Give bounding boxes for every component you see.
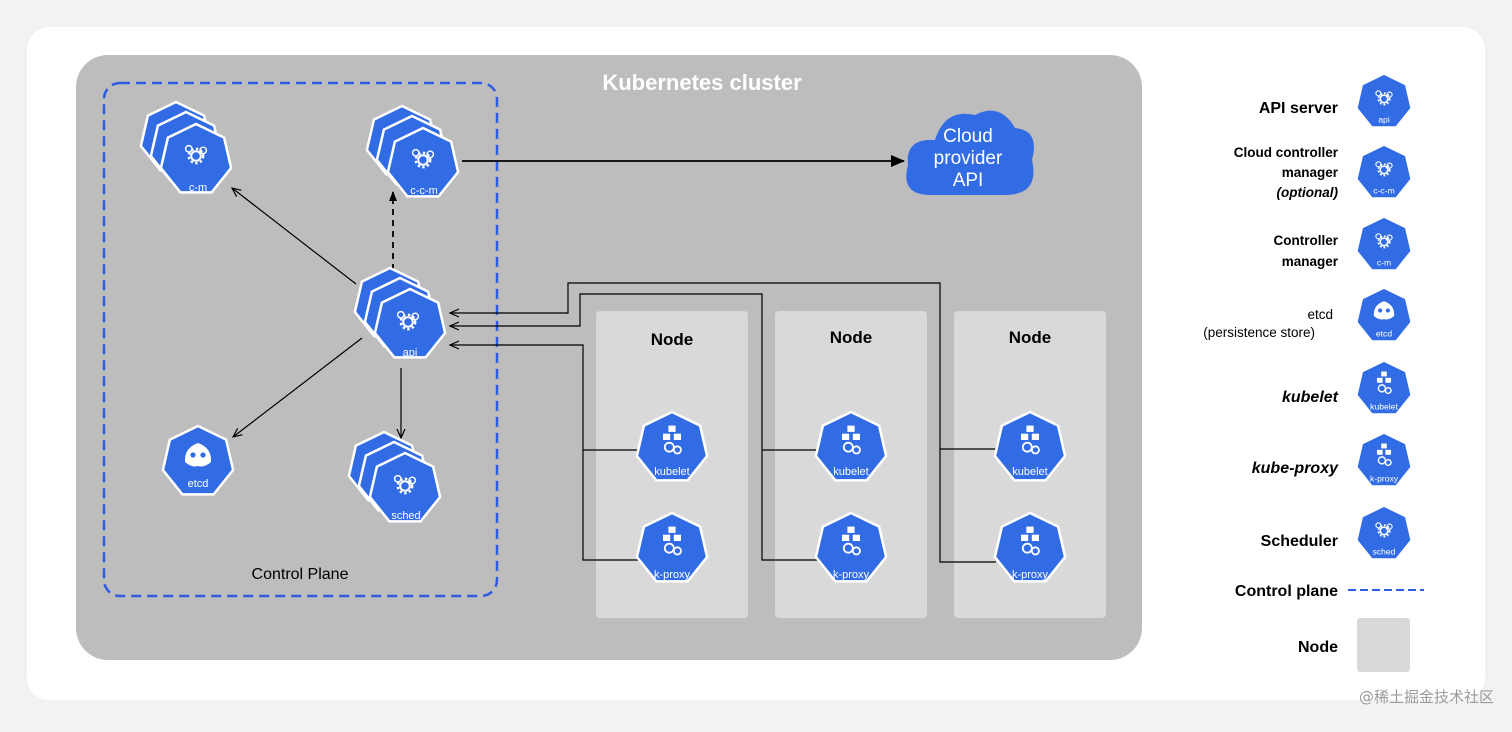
node-1-kproxy-label: k-proxy [654, 569, 691, 581]
controller-manager-icon: c-m [139, 100, 233, 194]
legend-sched-icon: sched [1355, 504, 1413, 561]
legend: API server api Cloud controller manager … [1203, 72, 1424, 672]
node-2-kubelet-label: kubelet [833, 466, 868, 478]
legend-kubelet: kubelet [1282, 389, 1339, 406]
etcd-label: etcd [188, 478, 209, 490]
legend-etcd-line1: etcd [1307, 307, 1333, 322]
node-3-kproxy-icon: k-proxy [993, 511, 1067, 583]
cloud-controller-manager-icon: c-c-m [365, 104, 460, 198]
control-plane-label: Control Plane [252, 566, 349, 583]
legend-ccm-icon: c-c-m [1355, 143, 1413, 200]
node-title-3: Node [1009, 328, 1052, 347]
legend-etcd-icon: etcd [1355, 286, 1413, 343]
node-2-kproxy-icon: k-proxy [814, 511, 888, 583]
node-1-kubelet-label: kubelet [654, 466, 689, 478]
legend-node-swatch [1357, 618, 1410, 672]
legend-cm-icon-label: c-m [1377, 257, 1391, 267]
ccm-label: c-c-m [410, 185, 438, 197]
legend-control-plane: Control plane [1235, 583, 1338, 600]
legend-ccm-line3: (optional) [1277, 185, 1339, 200]
node-2-kubelet-icon: kubelet [814, 410, 888, 482]
node-title-2: Node [830, 328, 873, 347]
cloud-line-2: provider [934, 148, 1003, 169]
watermark: @稀土掘金技术社区 [1358, 688, 1494, 706]
legend-sched-icon-label: sched [1373, 546, 1396, 556]
node-3-kproxy-label: k-proxy [1012, 569, 1049, 581]
control-plane-box [102, 81, 499, 598]
legend-kproxy-icon: k-proxy [1355, 431, 1413, 488]
legend-node: Node [1298, 639, 1338, 656]
api-server-icon: api [353, 266, 447, 359]
cloud-provider: Cloud provider API [906, 110, 1034, 195]
legend-cm-line1: Controller [1273, 233, 1338, 248]
node-2-kproxy-label: k-proxy [833, 569, 870, 581]
cluster-title: Kubernetes cluster [602, 70, 802, 95]
cloud-line-1: Cloud [943, 126, 993, 147]
legend-ccm-line1: Cloud controller [1234, 145, 1339, 160]
node-3-kubelet-icon: kubelet [993, 410, 1067, 482]
node-connections [450, 282, 996, 563]
etcd-icon: etcd [161, 424, 235, 496]
legend-ccm-icon-label: c-c-m [1373, 185, 1394, 195]
legend-kproxy-icon-label: k-proxy [1370, 473, 1399, 483]
legend-kubelet-icon-label: kubelet [1370, 401, 1398, 411]
node-3-kubelet-label: kubelet [1012, 466, 1047, 478]
api-label: api [403, 347, 418, 359]
control-plane-arrows [232, 155, 905, 438]
cm-label: c-m [189, 182, 207, 194]
legend-api-icon-label: api [1378, 114, 1390, 124]
legend-etcd-line2: (persistence store) [1203, 325, 1315, 340]
node-1-kproxy-icon: k-proxy [635, 511, 709, 583]
legend-scheduler: Scheduler [1261, 533, 1338, 550]
legend-ccm-line2: manager [1282, 165, 1339, 180]
cloud-line-3: API [953, 170, 984, 191]
legend-cm-line2: manager [1282, 254, 1339, 269]
legend-api-server: API server [1259, 100, 1338, 117]
legend-etcd-icon-label: etcd [1376, 328, 1392, 338]
legend-cm-icon: c-m [1355, 215, 1413, 272]
sched-label: sched [391, 510, 420, 522]
legend-api-icon: api [1355, 72, 1413, 129]
scheduler-icon: sched [347, 430, 442, 523]
legend-kubelet-icon: kubelet [1355, 359, 1413, 416]
node-title-1: Node [651, 330, 694, 349]
legend-kube-proxy: kube-proxy [1252, 460, 1339, 477]
node-1-kubelet-icon: kubelet [635, 410, 709, 482]
